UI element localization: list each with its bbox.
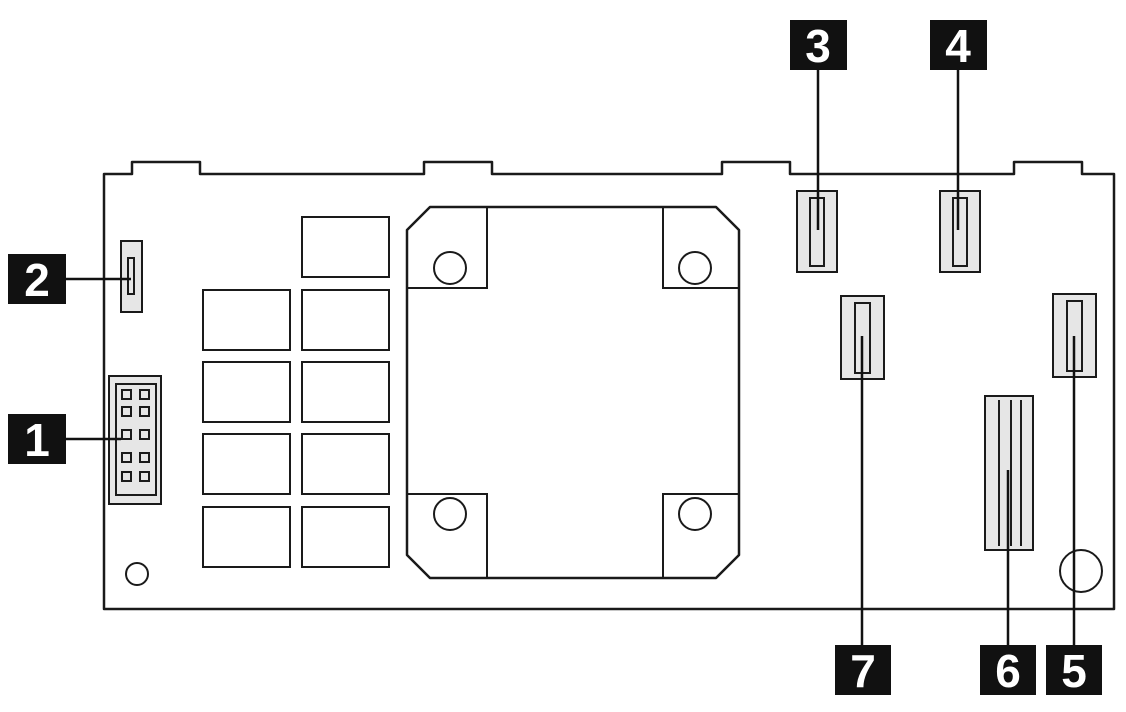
chip-pad-grid (202, 216, 390, 568)
callout-label-7: 7 (850, 645, 876, 697)
chip-pad (301, 433, 390, 495)
chip-pad (202, 506, 291, 568)
callout-label-3: 3 (805, 20, 831, 72)
heatsink-screw-icon (678, 251, 712, 285)
callout-5: 5 (1046, 645, 1102, 697)
callout-label-2: 2 (24, 254, 50, 306)
callout-label-1: 1 (24, 414, 50, 466)
board-outline (102, 160, 1116, 611)
callout-label-6: 6 (995, 645, 1021, 697)
callout-3: 3 (790, 20, 847, 72)
heatsink-screw-icon (433, 497, 467, 531)
chip-pad (301, 289, 390, 351)
mounting-hole-right (1059, 549, 1103, 593)
chip-pad (202, 361, 291, 423)
callout-6: 6 (980, 645, 1036, 697)
chip-pad (301, 361, 390, 423)
callout-7: 7 (835, 645, 891, 697)
chip-pad (202, 433, 291, 495)
callout-2: 2 (8, 254, 66, 306)
connector-2 (120, 240, 143, 313)
connector-4 (939, 190, 981, 273)
callout-4: 4 (930, 20, 987, 72)
heatsink-screw-icon (433, 251, 467, 285)
heatsink-screw-icon (678, 497, 712, 531)
callout-1: 1 (8, 414, 66, 466)
connector-3 (796, 190, 838, 273)
heatsink (405, 205, 741, 580)
chip-pad (301, 216, 390, 278)
chip-pad (202, 289, 291, 351)
chip-pad (301, 506, 390, 568)
heatsink-outline (405, 205, 741, 580)
callout-label-4: 4 (945, 20, 971, 72)
leader-lines (66, 70, 1076, 645)
callout-label-5: 5 (1061, 645, 1087, 697)
mounting-hole-left (125, 562, 149, 586)
